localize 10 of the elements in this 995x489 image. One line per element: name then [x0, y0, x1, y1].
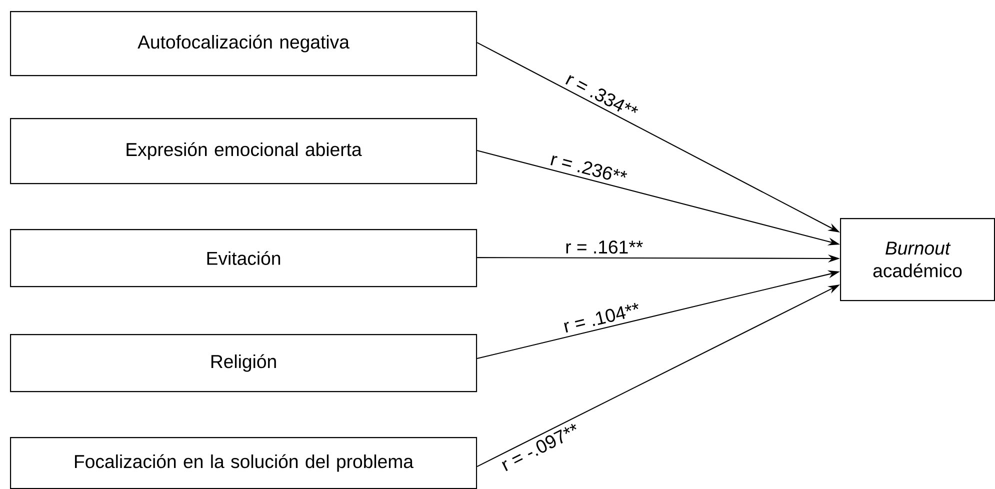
box: Focalización en la solución del problema [10, 437, 478, 489]
edge-label: r = .236** [550, 155, 628, 180]
edge-label: r = .161** [566, 240, 643, 254]
edge-label: r = .334** [565, 75, 638, 113]
box: Burnout académico [840, 218, 995, 302]
edge-label: r = .104** [564, 302, 638, 333]
box: Evitación [10, 229, 478, 288]
box: Autofocalización negativa [10, 11, 478, 76]
box: Expresión emocional abierta [10, 118, 478, 184]
box: Religión [10, 334, 478, 392]
